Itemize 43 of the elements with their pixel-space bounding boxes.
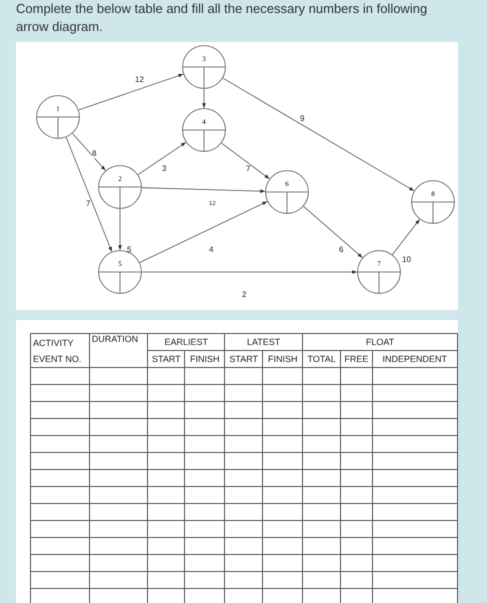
event-circle bbox=[265, 170, 309, 214]
duration-label: 2 bbox=[242, 290, 246, 299]
column-header: FLOAT bbox=[302, 334, 458, 350]
column-header: ACTIVITY EVENT NO. bbox=[30, 334, 90, 368]
event-circle bbox=[98, 165, 142, 209]
column-header: FINISH bbox=[184, 350, 225, 368]
duration-label: 12 bbox=[135, 75, 144, 84]
column-header: DURATION bbox=[89, 334, 148, 368]
column-header: LATEST bbox=[224, 334, 303, 350]
arrow bbox=[139, 201, 268, 263]
event-circle bbox=[411, 180, 455, 224]
column-header: FINISH bbox=[262, 350, 303, 368]
event-circle bbox=[36, 95, 80, 139]
arrow bbox=[142, 270, 358, 274]
arrow bbox=[222, 78, 414, 192]
column-header: TOTAL bbox=[302, 350, 341, 368]
column-header: START bbox=[148, 350, 185, 368]
arrow bbox=[66, 137, 112, 252]
arrow bbox=[202, 88, 206, 108]
duration-label: 7 bbox=[86, 199, 90, 208]
duration-label: 8 bbox=[92, 149, 96, 158]
arrow bbox=[221, 142, 270, 180]
duration-label: 3 bbox=[162, 164, 166, 173]
arrow bbox=[118, 208, 122, 250]
arrow bbox=[142, 187, 266, 194]
arrow bbox=[72, 133, 106, 171]
arrow bbox=[78, 74, 184, 110]
duration-label: 7 bbox=[246, 164, 250, 173]
arrow bbox=[303, 206, 363, 258]
duration-label: 10 bbox=[402, 255, 411, 264]
arrow bbox=[392, 219, 420, 255]
duration-label: 9 bbox=[300, 114, 304, 123]
duration-label: 6 bbox=[339, 245, 344, 254]
column-header: FREE bbox=[340, 350, 372, 368]
event-circle bbox=[182, 45, 226, 89]
event-circle bbox=[357, 250, 401, 294]
instruction-text: Complete the below table and fill all the necessary numbers in following arrow diagram. bbox=[16, 0, 428, 36]
duration-label: 4 bbox=[209, 245, 214, 254]
column-header: EARLIEST bbox=[148, 334, 225, 350]
event-circle bbox=[182, 108, 226, 152]
arrow bbox=[138, 142, 186, 175]
column-header: INDEPENDENT bbox=[372, 350, 458, 368]
column-header: START bbox=[224, 350, 263, 368]
